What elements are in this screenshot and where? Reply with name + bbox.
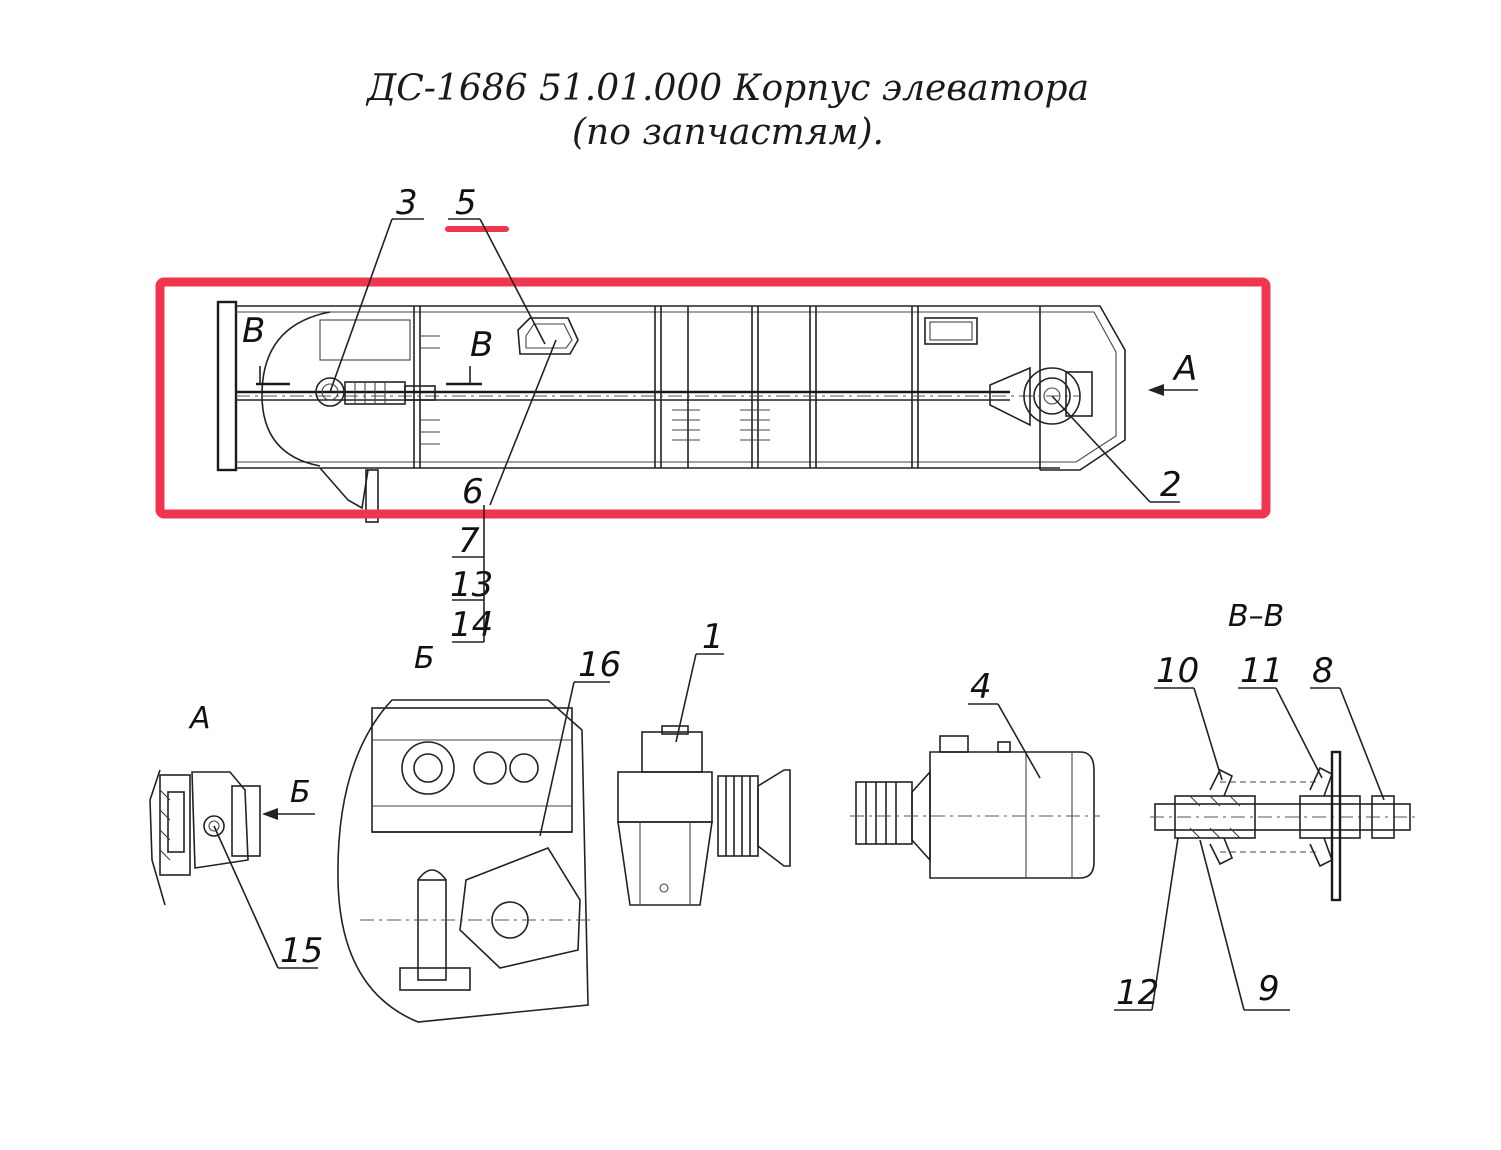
callout-4: 4 xyxy=(970,667,992,707)
section-mark-left: В xyxy=(242,311,265,351)
callout-2: 2 xyxy=(1160,465,1182,505)
callout-16: 16 xyxy=(578,645,621,685)
section-bb-drawing xyxy=(1150,750,1420,902)
elevator-body-drawing xyxy=(216,300,1198,523)
callout-7: 7 xyxy=(458,521,480,561)
callout-14: 14 xyxy=(450,605,493,645)
callout-3: 3 xyxy=(396,183,418,223)
callout-13: 13 xyxy=(450,565,493,605)
view-a-drawing xyxy=(149,769,315,906)
view-arrow-a: А xyxy=(1172,349,1197,389)
callout-6: 6 xyxy=(462,472,484,512)
section-bb-label: В–В xyxy=(1228,599,1284,634)
highlight-frame xyxy=(155,277,1271,519)
item-1-drawing xyxy=(617,725,791,906)
view-a-arrow-b: Б xyxy=(290,775,311,810)
callout-5: 5 xyxy=(455,183,477,223)
callout-1: 1 xyxy=(702,617,724,657)
callout-9: 9 xyxy=(1258,969,1280,1009)
section-mark-right: В xyxy=(470,325,493,365)
callout-11: 11 xyxy=(1240,651,1283,691)
title-line-1: ДС-1686 51.01.000 Корпус элеватора xyxy=(365,68,1089,109)
callout-10: 10 xyxy=(1156,651,1199,691)
view-b-drawing xyxy=(337,699,590,1023)
item-4-drawing xyxy=(850,735,1100,879)
view-b-label: Б xyxy=(414,641,435,676)
callout-8: 8 xyxy=(1312,651,1334,691)
view-a-label: А xyxy=(188,701,211,736)
title-line-2: (по запчастям). xyxy=(572,112,884,153)
callout-15: 15 xyxy=(280,931,323,971)
